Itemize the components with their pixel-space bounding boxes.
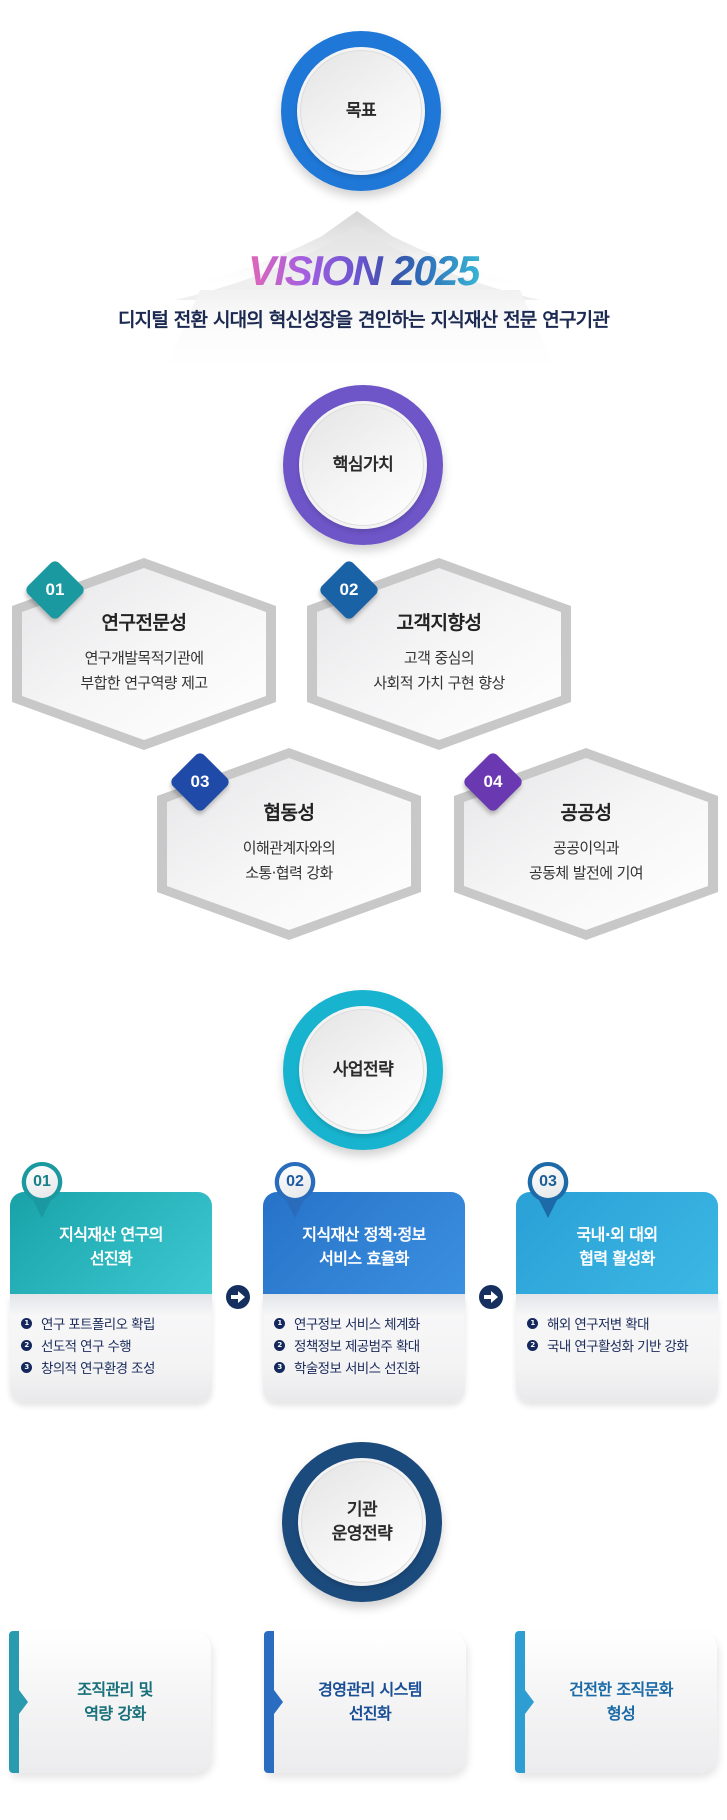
number-bullet-icon: 3 (274, 1361, 285, 1373)
business-strategy-label: 사업전략 (332, 1060, 394, 1080)
number-bullet-icon: 1 (527, 1317, 538, 1329)
badge-number-04: 04 (483, 772, 503, 791)
pin-number: 03 (532, 1166, 564, 1198)
goal-circle: 목표 (281, 31, 441, 191)
hexagon-shape (307, 558, 571, 750)
badge-number-02: 02 (339, 580, 359, 599)
notch-arrow-icon (274, 1690, 283, 1714)
number-bullet-icon: 1 (21, 1317, 32, 1329)
accent-bar (9, 1631, 19, 1773)
notch-arrow-icon (19, 1690, 28, 1714)
core-value-title: 공공성 (560, 802, 612, 824)
vision-subtitle: 디지털 전환 시대의 혁신성장을 견인하는 지식재산 전문 연구기관 (117, 309, 610, 331)
core-value-title: 고객지향성 (396, 612, 482, 634)
pin-number: 02 (279, 1166, 311, 1198)
notch-arrow-icon (525, 1690, 534, 1714)
map-pin-badge-03: 03 (526, 1160, 570, 1220)
number-bullet-icon: 1 (274, 1317, 285, 1329)
number-bullet-icon: 2 (21, 1339, 32, 1351)
goal-label: 목표 (345, 101, 377, 121)
arrow-right-icon (226, 1285, 250, 1309)
map-pin-badge-02: 02 (273, 1160, 317, 1220)
number-bullet-icon: 3 (21, 1361, 32, 1373)
hexagon-shape (157, 748, 421, 940)
core-values-label: 핵심가치 (332, 455, 394, 475)
core-values-circle-face: 핵심가치 (299, 401, 427, 529)
accent-bar (515, 1631, 525, 1773)
vision-title-text: VISION 2025 (248, 247, 480, 294)
number-bullet-icon: 2 (274, 1339, 285, 1351)
goal-circle-face: 목표 (297, 47, 425, 175)
business-strategy-circle: 사업전략 (283, 990, 443, 1150)
badge-number-01: 01 (45, 580, 65, 599)
badge-number-03: 03 (190, 772, 210, 791)
hexagon-shape (454, 748, 718, 940)
core-values-circle: 핵심가치 (283, 385, 443, 545)
core-value-title: 협동성 (263, 802, 315, 824)
map-pin-badge-01: 01 (20, 1160, 64, 1220)
arrow-right-icon (479, 1285, 503, 1309)
accent-bar (264, 1631, 274, 1773)
number-bullet-icon: 2 (527, 1339, 538, 1351)
business-strategy-circle-face: 사업전략 (299, 1006, 427, 1134)
hexagon-shape (12, 558, 276, 750)
core-value-title: 연구전문성 (101, 612, 187, 634)
vision-title: VISION 2025 (0, 246, 727, 296)
pin-number: 01 (26, 1166, 58, 1198)
